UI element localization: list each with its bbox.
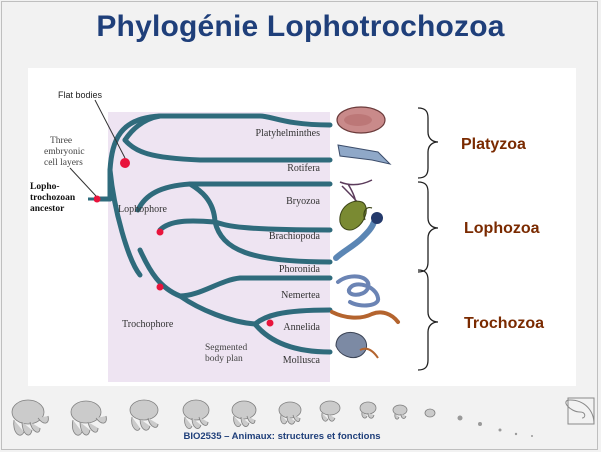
rotifera-illustration xyxy=(338,145,390,164)
brachiopoda-illustration xyxy=(340,201,366,230)
brace-trochozoa xyxy=(418,270,438,370)
octopus-motif-1 xyxy=(12,400,48,435)
three-layers-line2: embryonic xyxy=(44,147,85,157)
taxon-annelida: Annelida xyxy=(283,322,320,333)
banner-dot-3 xyxy=(499,429,502,432)
taxon-nemertea: Nemertea xyxy=(281,290,320,301)
group-label-trochozoa: Trochozoa xyxy=(464,315,544,332)
octopus-motif-6 xyxy=(279,402,301,424)
nemertea-illustration xyxy=(338,276,378,305)
octopus-motif-9 xyxy=(393,405,407,419)
octopus-motif-4 xyxy=(183,400,209,429)
animal-illustrations xyxy=(332,107,398,358)
group-label-lophozoa: Lophozoa xyxy=(464,220,540,237)
node-trochophore xyxy=(157,284,164,291)
taxon-brachiopoda: Brachiopoda xyxy=(269,231,321,242)
taxon-mollusca: Mollusca xyxy=(283,355,321,366)
group-label-platyzoa: Platyzoa xyxy=(461,136,526,153)
three-layers-pointer xyxy=(70,168,96,196)
nautilus-spiral xyxy=(566,398,594,424)
octopus-motif-5 xyxy=(232,401,256,427)
node-ancestor xyxy=(94,196,101,203)
octopus-motif-2 xyxy=(71,401,106,435)
segmented-line2: body plan xyxy=(205,354,243,364)
brace-platyzoa xyxy=(418,108,438,178)
three-layers-line1: Three xyxy=(50,136,72,146)
ancestor-line1: Lopho- xyxy=(30,182,60,192)
banner-dot-2 xyxy=(478,422,482,426)
brace-lophozoa xyxy=(418,182,438,272)
lophophore-label: Lophophore xyxy=(118,204,167,215)
octopus-motif-7 xyxy=(320,401,340,421)
taxon-phoronida: Phoronida xyxy=(279,264,321,275)
group-braces xyxy=(418,108,438,370)
footer-course-title: BIO2535 – Animaux: structures et fonctio… xyxy=(122,431,442,442)
mollusca-illustration xyxy=(336,333,367,358)
taxon-platyhelminthes: Platyhelminthes xyxy=(256,128,321,139)
ancestor-line3: ancestor xyxy=(30,204,65,214)
three-layers-line3: cell layers xyxy=(44,158,83,168)
annelida-illustration xyxy=(332,312,398,322)
octopus-motif-3 xyxy=(130,400,158,430)
banner-dot-5 xyxy=(531,435,533,437)
segmented-line1: Segmented xyxy=(205,343,247,353)
octopus-motif-10 xyxy=(425,409,435,417)
banner-dot-1 xyxy=(458,416,463,421)
taxon-bryozoa: Bryozoa xyxy=(286,196,320,207)
node-flat-bodies xyxy=(120,158,130,168)
trochophore-label: Trochophore xyxy=(122,319,174,330)
banner-dot-4 xyxy=(515,433,517,435)
flat-bodies-label: Flat bodies xyxy=(58,90,103,100)
node-segmented xyxy=(267,320,274,327)
taxon-rotifera: Rotifera xyxy=(287,163,320,174)
octopus-motif-8 xyxy=(360,402,376,418)
ancestor-line2: trochozoan xyxy=(30,193,76,203)
node-lophophore xyxy=(157,229,164,236)
